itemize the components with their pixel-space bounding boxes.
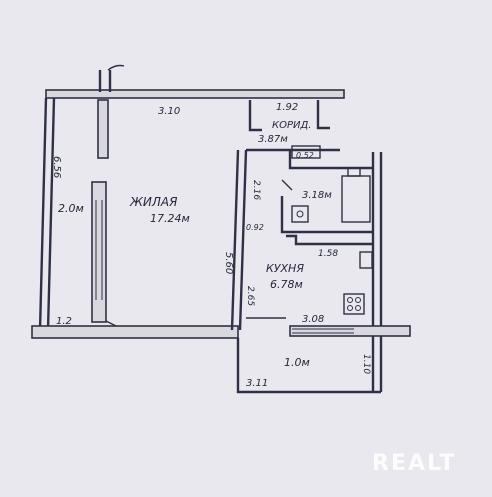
top-wall: [45, 89, 345, 99]
kitchen-area: 6.78м: [270, 278, 303, 291]
window-glass: [95, 200, 103, 300]
kitchen-window: [292, 328, 354, 334]
bath-door: [281, 179, 293, 191]
corridor-area: 3.87м: [258, 134, 288, 145]
living-room-name: ЖИЛАЯ: [129, 195, 178, 209]
kitchen-sink: [359, 251, 373, 269]
window-column: [91, 99, 109, 323]
corridor-name: КОРИД.: [272, 120, 311, 131]
bottom-wall: [31, 325, 239, 339]
left-balcony-area: 2.0м: [58, 202, 84, 215]
dim-balcony-bottom: 3.11: [246, 378, 268, 389]
dim-kitchen-left: 2.65: [245, 286, 255, 306]
dim-balcony-right: 1.10: [361, 354, 371, 374]
dim-inner-wall: 5.60: [223, 252, 234, 274]
dim-bath-height: 2.16: [251, 180, 261, 200]
dim-top-left: 3.10: [158, 106, 180, 117]
tub-tap: [347, 167, 361, 177]
dim-top-right: 1.92: [276, 102, 298, 113]
dim-kitchen-bottom: 3.08: [302, 314, 324, 325]
upper-pier: [97, 99, 109, 159]
window-pier: [91, 181, 107, 323]
bath-bottom-wall: [280, 196, 372, 234]
dim-kitchen-top: 1.58: [318, 249, 338, 259]
dim-corridor-small: 0.52: [296, 151, 314, 160]
dim-bottom-left: 1.2: [56, 316, 72, 327]
burner: [347, 297, 353, 303]
dim-left-side: 6.56: [51, 156, 62, 178]
living-room-area: 17.24м: [150, 212, 190, 225]
vent-mark: [107, 64, 125, 71]
balcony-outline: [236, 338, 381, 394]
kitchen-top-wall: [286, 234, 372, 246]
right-wall: [371, 152, 383, 392]
burner: [355, 297, 361, 303]
stove: [343, 293, 365, 315]
corridor-wall-right: [316, 100, 330, 130]
corridor-wall-left: [248, 100, 262, 132]
bottom-balcony-area: 1.0м: [284, 356, 310, 369]
bath-area: 3.18м: [302, 190, 332, 201]
outer-walls: [31, 64, 411, 392]
corridor-niche: [291, 145, 321, 159]
kitchen-bottom-wall: [289, 325, 411, 337]
left-wall: [38, 97, 56, 331]
bottom-balcony: [236, 338, 381, 394]
vent-shaft: [98, 70, 112, 92]
toilet: [291, 205, 309, 223]
burner: [347, 305, 353, 311]
interior-walls: [99, 100, 373, 331]
dim-corridor-gap: 0.92: [246, 223, 264, 232]
kitchen-name: КУХНЯ: [266, 262, 304, 275]
watermark-logo: REALT: [372, 451, 456, 476]
burner: [355, 305, 361, 311]
bath-top-wall: [288, 150, 372, 170]
toilet-bowl: [296, 210, 304, 218]
partition-wall: [230, 149, 248, 331]
